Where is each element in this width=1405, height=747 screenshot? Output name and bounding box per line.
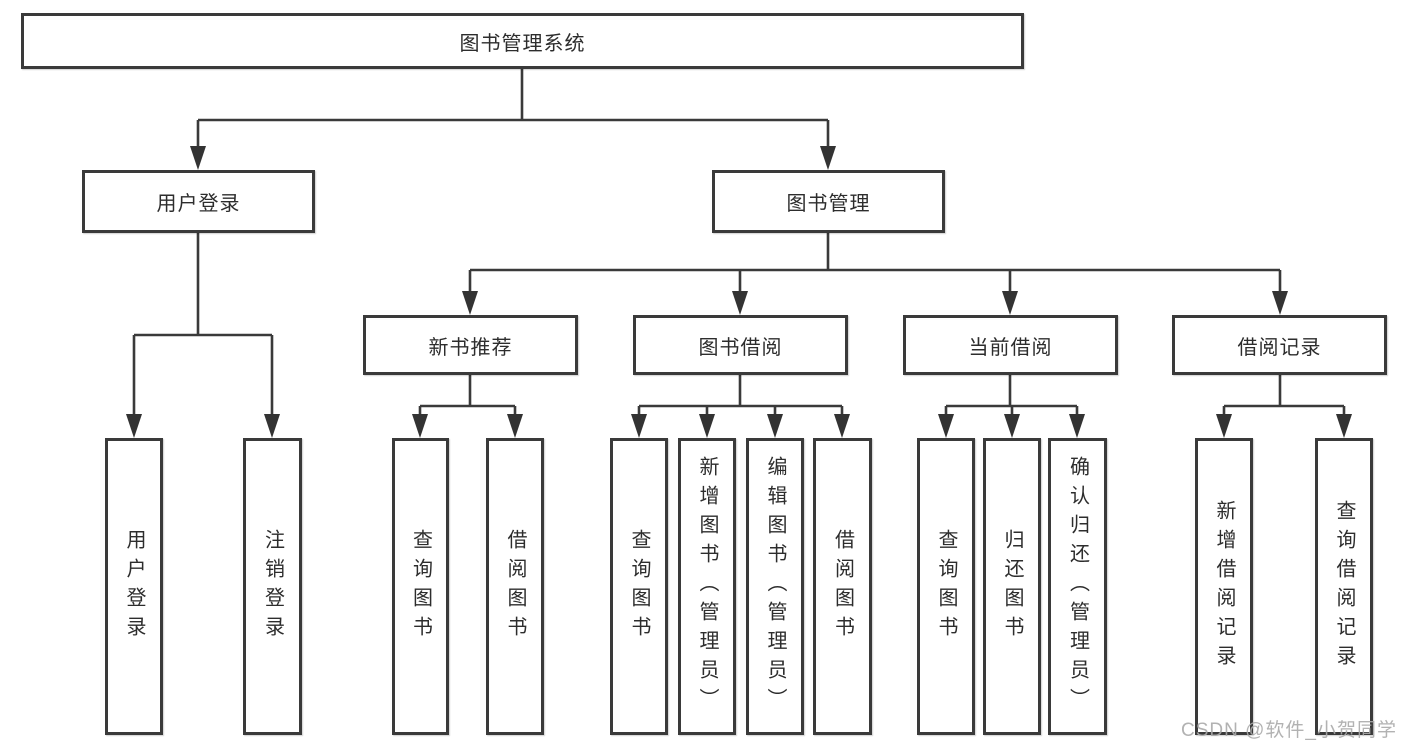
node-label: 借阅记录 bbox=[1237, 336, 1322, 359]
node-book-management: 图书管理 bbox=[712, 170, 945, 233]
node-label: 编辑图书（管理员） bbox=[764, 456, 786, 717]
node-label: 当前借阅 bbox=[968, 336, 1053, 359]
node-user-login: 用户登录 bbox=[82, 170, 315, 233]
node-label: 图书借阅 bbox=[698, 336, 783, 359]
node-label: 用户登录 bbox=[123, 528, 145, 645]
node-borrow-books-recommend: 借阅图书 bbox=[486, 438, 544, 735]
node-label: 查询图书 bbox=[935, 528, 957, 645]
node-logout-leaf: 注销登录 bbox=[243, 438, 302, 735]
node-confirm-return-admin: 确认归还（管理员） bbox=[1048, 438, 1107, 735]
node-borrowing-records: 借阅记录 bbox=[1172, 315, 1387, 375]
node-query-books-recommend: 查询图书 bbox=[392, 438, 449, 735]
node-query-books-borrowing: 查询图书 bbox=[610, 438, 668, 735]
node-label: 新增借阅记录 bbox=[1213, 499, 1235, 674]
node-label: 图书管理 bbox=[786, 193, 871, 215]
node-label: 借阅图书 bbox=[504, 528, 526, 645]
node-label: 借阅图书 bbox=[831, 528, 854, 645]
node-label: 确认归还（管理员） bbox=[1066, 456, 1089, 717]
node-query-books-current: 查询图书 bbox=[917, 438, 975, 735]
node-new-book-recommendation: 新书推荐 bbox=[363, 315, 578, 375]
node-label: 新书推荐 bbox=[428, 336, 513, 359]
node-return-books: 归还图书 bbox=[983, 438, 1041, 735]
node-label: 查询图书 bbox=[628, 528, 650, 645]
node-add-book-admin: 新增图书（管理员） bbox=[678, 438, 736, 735]
node-edit-book-admin: 编辑图书（管理员） bbox=[746, 438, 804, 735]
node-label: 用户登录 bbox=[156, 193, 241, 215]
node-borrow-books-borrowing: 借阅图书 bbox=[813, 438, 872, 735]
node-current-borrowing: 当前借阅 bbox=[903, 315, 1118, 375]
node-add-borrow-record: 新增借阅记录 bbox=[1195, 438, 1253, 735]
node-library-management-system: 图书管理系统 bbox=[21, 13, 1024, 69]
node-user-login-leaf: 用户登录 bbox=[105, 438, 163, 735]
node-label: 新增图书（管理员） bbox=[696, 456, 718, 717]
node-label: 图书管理系统 bbox=[459, 32, 586, 55]
node-book-borrowing: 图书借阅 bbox=[633, 315, 848, 375]
node-label: 注销登录 bbox=[261, 528, 284, 645]
node-label: 归还图书 bbox=[1001, 528, 1023, 645]
node-label: 查询图书 bbox=[409, 528, 432, 645]
node-query-borrow-record: 查询借阅记录 bbox=[1315, 438, 1373, 735]
node-label: 查询借阅记录 bbox=[1333, 499, 1355, 674]
